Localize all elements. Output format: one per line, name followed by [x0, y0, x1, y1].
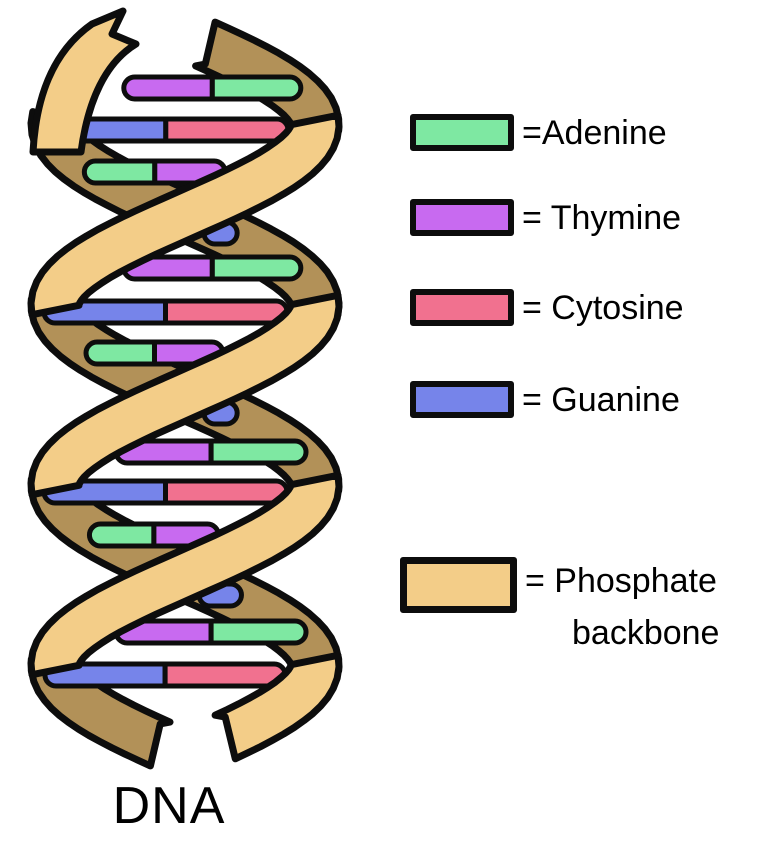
- legend-item-thymine: = Thymine: [410, 199, 681, 236]
- rung-right-cytosine: [163, 116, 291, 144]
- legend-item-cytosine: = Cytosine: [410, 289, 684, 326]
- rung-right-adenine: [209, 74, 304, 102]
- legend-label-cytosine: = Cytosine: [522, 288, 684, 327]
- dna-helix-illustration: [27, 7, 343, 770]
- phosphate-color-swatch: [400, 557, 517, 613]
- legend-item-guanine: = Guanine: [410, 381, 680, 418]
- dna-title-label: DNA: [112, 777, 226, 835]
- backbone-front-segment: [27, 471, 343, 679]
- rung-right-adenine: [208, 618, 309, 646]
- backbone-front-tip-top: [29, 7, 140, 156]
- backbone-front-tip-bottom: [211, 651, 343, 763]
- rung-right-cytosine: [163, 478, 290, 506]
- legend-item-phosphate: = Phosphate backbone: [400, 557, 719, 659]
- legend-label-thymine: = Thymine: [522, 198, 682, 237]
- adenine-color-swatch: [410, 114, 514, 151]
- backbone-front-segment: [27, 291, 343, 499]
- legend-label-guanine: = Guanine: [522, 380, 680, 419]
- rung-left-thymine: [121, 74, 215, 102]
- rung-left-adenine: [83, 339, 157, 367]
- thymine-color-swatch: [410, 199, 514, 236]
- legend-label-phosphate: = Phosphate backbone: [525, 555, 719, 659]
- rung-right-adenine: [209, 254, 304, 282]
- backbone-front-segment: [27, 111, 343, 319]
- cytosine-color-swatch: [410, 289, 514, 326]
- rung-left-adenine: [87, 521, 157, 549]
- legend-label-phosphate-line1: = Phosphate: [525, 562, 717, 600]
- legend-label-adenine: =Adenine: [522, 113, 667, 152]
- rung-left-adenine: [81, 158, 158, 186]
- legend-item-adenine: =Adenine: [410, 114, 667, 151]
- guanine-color-swatch: [410, 381, 514, 418]
- rung-right-cytosine: [163, 298, 290, 326]
- legend-label-phosphate-line2: backbone: [572, 614, 720, 652]
- rung-right-adenine: [208, 438, 309, 466]
- rung-right-cytosine: [162, 661, 288, 689]
